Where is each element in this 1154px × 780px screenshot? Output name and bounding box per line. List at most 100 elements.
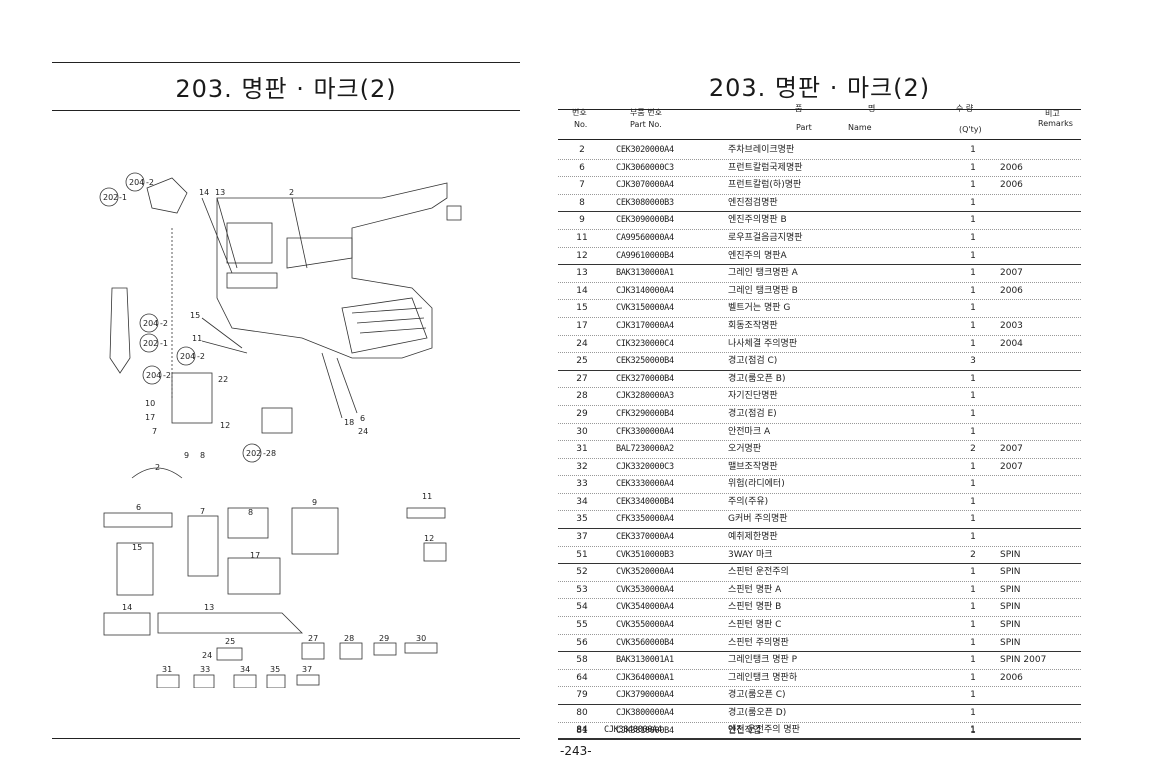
label-204-2c: 204 xyxy=(180,352,195,361)
decal-17 xyxy=(227,557,281,595)
row-part-number: BAK3130000A1 xyxy=(616,268,674,279)
leader-2 xyxy=(291,197,308,269)
row-no: 29 xyxy=(576,408,588,419)
decal-8 xyxy=(227,507,269,539)
header-no-ko: 번호 xyxy=(572,108,587,117)
row-quantity: 1 xyxy=(970,637,976,648)
harvester-tank-panel xyxy=(226,272,278,289)
row-no: 34 xyxy=(576,496,588,507)
label-24: 24 xyxy=(358,427,368,436)
decal-34 xyxy=(233,674,257,689)
header-name-ko-1: 품 xyxy=(795,104,803,113)
row-no: 6 xyxy=(579,162,585,173)
panel-label-24: 24 xyxy=(202,651,212,660)
row-part-number: CFK3350000A4 xyxy=(616,514,674,525)
row-quantity: 3 xyxy=(970,356,976,367)
parts-diagram: 204 -2 202 -1 204 -2 202 -1 204 -2 204 -… xyxy=(52,158,520,689)
label-11: 11 xyxy=(192,334,202,343)
panel-label-29: 29 xyxy=(379,634,389,643)
row-quantity: 1 xyxy=(970,303,976,314)
panel-label-28: 28 xyxy=(344,634,354,643)
row-quantity: 1 xyxy=(970,215,976,226)
row-remarks: SPIN xyxy=(1000,637,1021,648)
row-no: 30 xyxy=(576,426,588,437)
row-part-name: 엔진점검명판 xyxy=(728,197,778,208)
panel-label-25: 25 xyxy=(225,637,235,646)
callout-circle-204-2a xyxy=(125,172,145,192)
label-15: 15 xyxy=(190,311,200,320)
row-remarks: SPIN xyxy=(1000,620,1021,631)
row-no: 28 xyxy=(576,391,588,402)
row-part-number: CJK3140000A4 xyxy=(616,285,674,296)
header-remarks-ko: 비고 xyxy=(1045,109,1060,118)
row-quantity: 1 xyxy=(970,532,976,543)
row-no: 9 xyxy=(579,215,585,226)
label-202-1a: 202 xyxy=(103,193,118,202)
row-part-name: 자기진단명판 xyxy=(728,391,778,402)
row-part-number: CJK3060000C3 xyxy=(616,162,674,173)
row-quantity: 1 xyxy=(970,655,976,666)
harvester-engine xyxy=(286,237,353,269)
label-9: 9 xyxy=(184,451,189,460)
panel-label-2: 2 xyxy=(155,463,160,472)
row-quantity: 1 xyxy=(970,426,976,437)
row-quantity: 1 xyxy=(970,285,976,296)
row-part-number: CVK3150000A4 xyxy=(616,303,674,314)
row-part-number: CVK3520000A4 xyxy=(616,567,674,578)
row-no: 35 xyxy=(576,514,588,525)
row-part-number: CJK3170000A4 xyxy=(616,320,674,331)
label-202-1b: 202 xyxy=(143,339,158,348)
table-header: 번호 No. 부품 번호 Part No. 품 명 Part Name 수 량 … xyxy=(558,101,1081,140)
harvester-body-outline xyxy=(216,182,448,359)
decal-15 xyxy=(116,542,154,596)
label-202-1a-suffix: -1 xyxy=(119,193,127,202)
row-quantity: 1 xyxy=(970,391,976,402)
row-part-number: CVK3530000A4 xyxy=(616,584,674,595)
left-title-bottom-rule xyxy=(52,110,520,111)
panel-label-27: 27 xyxy=(308,634,318,643)
label-202-1b-suffix: -1 xyxy=(160,339,168,348)
left-title-block: 203. 명판 · 마크(2) xyxy=(52,62,520,111)
decal-9 xyxy=(291,507,339,555)
row-quantity: 1 xyxy=(970,268,976,279)
row-part-name: 스핀턴 주의명판 xyxy=(728,637,789,648)
row-quantity: 1 xyxy=(970,584,976,595)
panel-label-8: 8 xyxy=(248,508,253,517)
row-part-number: CIK3230000C4 xyxy=(616,338,674,349)
row-part-name: 경고(점검 E) xyxy=(728,408,777,419)
row-quantity: 1 xyxy=(970,408,976,419)
row-quantity: 1 xyxy=(970,496,976,507)
header-remarks-en: Remarks xyxy=(1038,119,1073,128)
row-remarks: 2006 xyxy=(1000,162,1023,173)
label-13: 13 xyxy=(215,188,225,197)
row-part-name: 엔진주의 명판A xyxy=(728,250,787,261)
row-remarks: SPIN xyxy=(1000,602,1021,613)
row-part-number: CJK3800000A4 xyxy=(616,708,674,718)
panel-label-11: 11 xyxy=(422,492,432,501)
left-title-top-rule xyxy=(52,62,520,63)
label-22: 22 xyxy=(218,375,228,384)
row-part-number: CA99560000A4 xyxy=(616,232,674,243)
row-part-number: CEK3250000B4 xyxy=(616,356,674,367)
panel-label-13: 13 xyxy=(204,603,214,612)
decal-27 xyxy=(301,642,325,660)
decal-12 xyxy=(423,542,447,562)
decal-37 xyxy=(296,674,320,686)
row-no: 7 xyxy=(579,180,585,191)
row-quantity: 1 xyxy=(970,567,976,578)
row-part-number: BAK3130001A1 xyxy=(616,655,674,666)
row-part-name: 프런트칼럼(하)명판 xyxy=(728,180,802,191)
row-quantity: 1 xyxy=(970,690,976,701)
row-part-name: 경고(룸오픈 D) xyxy=(728,708,787,718)
